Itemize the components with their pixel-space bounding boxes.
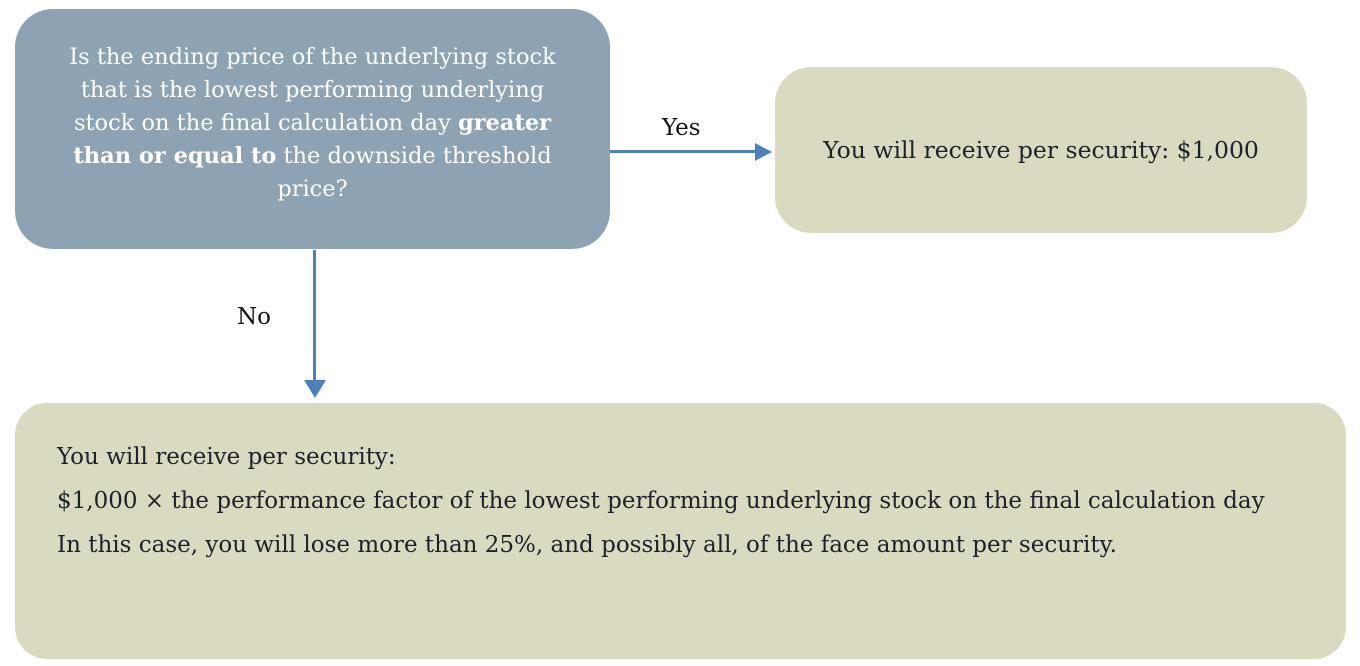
question-text-before-bold: Is the ending price of the underlying st… [69,43,556,136]
no-result-line-3: In this case, you will lose more than 25… [57,532,1117,558]
yes-branch-label: Yes [662,115,701,141]
no-branch-label: No [237,304,271,330]
yes-result-text: You will receive per security: $1,000 [823,136,1259,164]
no-result-line-2: $1,000 × the performance factor of the l… [57,488,1265,514]
no-result-line-1: You will receive per security: [57,444,396,470]
question-text-after-bold: the downside threshold price? [276,142,552,202]
yes-arrow-line [610,150,757,153]
question-text-bold: greater than or equal to [73,109,552,169]
question-box: Is the ending price of the underlying st… [15,9,610,249]
yes-result-box: You will receive per security: $1,000 [775,67,1307,233]
yes-arrow-head-icon [755,142,772,161]
no-arrow-line [313,250,316,381]
question-text: Is the ending price of the underlying st… [63,41,562,206]
no-result-box: You will receive per security: $1,000 × … [15,403,1346,659]
no-arrow-head-icon [303,380,326,398]
